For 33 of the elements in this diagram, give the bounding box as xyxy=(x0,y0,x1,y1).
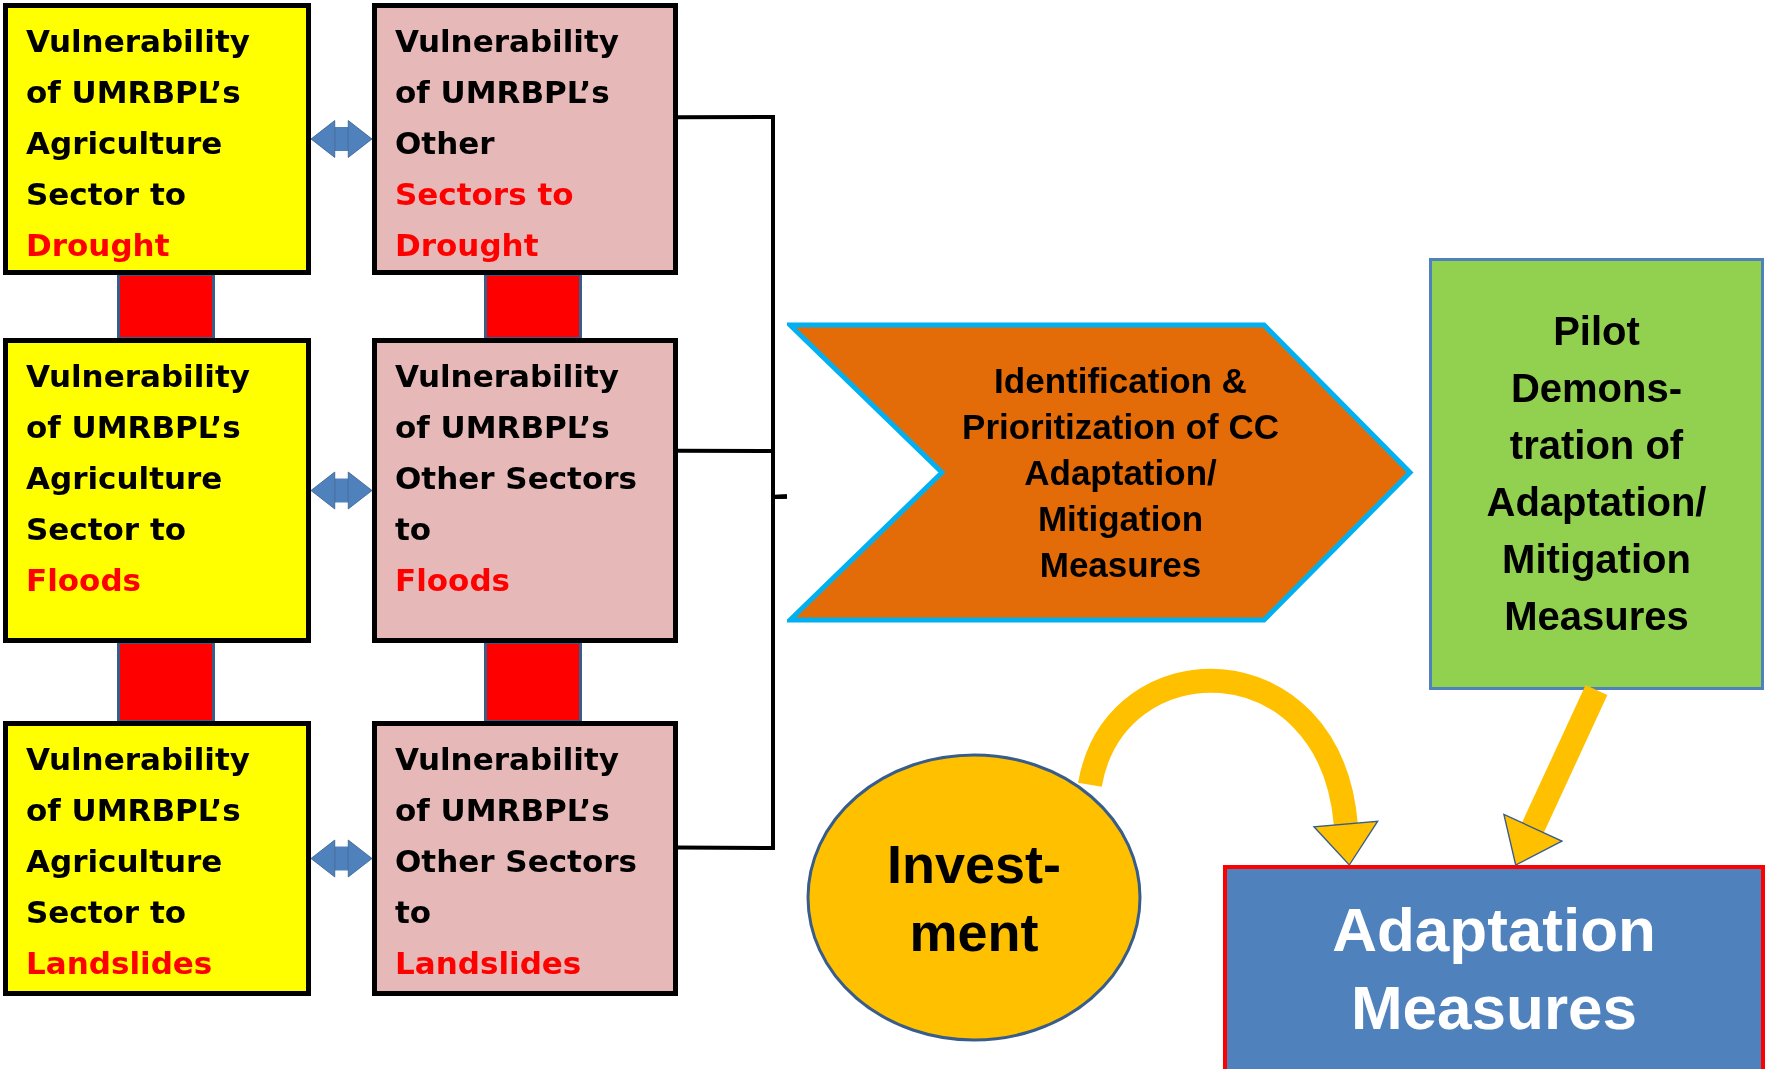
vulnerability-box xyxy=(372,338,678,643)
box-text: Landslides xyxy=(395,944,583,983)
box-text: Vulnerability of UMRBPL’s Other Sectors to xyxy=(395,357,638,549)
bracket-line xyxy=(678,494,788,850)
box-text: Vulnerability of UMRBPL’s Agriculture Sector to xyxy=(26,22,251,214)
adaptation-text: Adaptation Measures xyxy=(1331,894,1657,1044)
box-text: Vulnerability of UMRBPL’s Other xyxy=(395,22,620,163)
vulnerability-box xyxy=(3,721,311,996)
connector-block xyxy=(484,273,582,340)
vulnerability-box xyxy=(372,3,678,275)
block-arrow xyxy=(1503,684,1608,866)
connector-block xyxy=(117,273,215,340)
pilot-box xyxy=(1429,258,1764,690)
box-text: Vulnerability of UMRBPL’s Agriculture Sector to xyxy=(26,357,251,549)
vulnerability-box xyxy=(372,721,678,996)
pilot-text: Pilot Demons- tration of Adaptation/ Mitigation Measures xyxy=(1485,308,1708,640)
box-text: Landslides xyxy=(26,944,214,983)
block-arrow xyxy=(310,471,373,510)
chevron-text: Identification & Prioritization of CC Adaptation/ Mitigation Measures xyxy=(961,359,1280,586)
connector-block xyxy=(484,641,582,723)
vulnerability-box xyxy=(3,338,311,643)
block-arrow xyxy=(310,839,373,878)
box-text: Vulnerability of UMRBPL’s Agriculture Sector to xyxy=(26,740,251,932)
box-text: Floods xyxy=(395,561,512,600)
adaptation-box xyxy=(1223,865,1765,1069)
box-text: Vulnerability of UMRBPL’s Other Sectors to xyxy=(395,740,638,932)
block-arrow xyxy=(310,120,373,158)
connector-block xyxy=(117,641,215,723)
investment-text: Invest- ment xyxy=(885,832,1063,964)
box-text: Sectors to Drought xyxy=(395,175,575,265)
box-text: Floods xyxy=(26,561,143,600)
box-text: Drought xyxy=(26,226,171,265)
vulnerability-box xyxy=(3,3,311,275)
